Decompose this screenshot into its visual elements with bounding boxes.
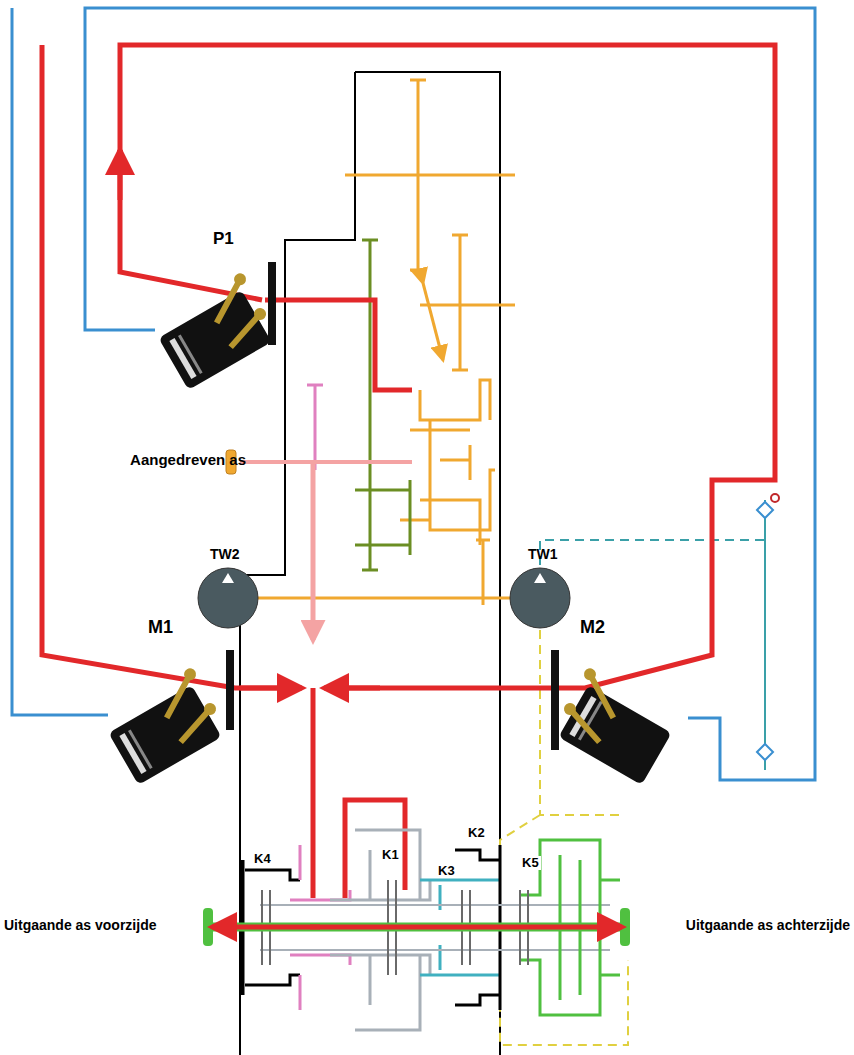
sun-gear	[307, 385, 410, 470]
swash-plate	[268, 262, 276, 345]
unit-arrow	[534, 573, 546, 583]
clutch-label: K5	[520, 856, 541, 870]
signal-line	[500, 630, 628, 1045]
motor-label: M1	[148, 618, 173, 638]
axial-piston-unit	[100, 666, 230, 785]
pump-label: P1	[213, 230, 234, 249]
unit-label: TW1	[528, 547, 558, 562]
shaft-label: Uitgaande as achterzijde	[686, 918, 850, 933]
output-arrow	[310, 925, 622, 930]
power-flow-arrow	[311, 462, 316, 640]
control-line	[764, 500, 766, 770]
tap-point	[771, 494, 779, 502]
flow-arrow	[118, 150, 123, 200]
control-line	[540, 540, 765, 748]
axial-piston-unit	[550, 666, 680, 785]
flow-arrow	[324, 686, 380, 691]
unit-label: TW2	[210, 547, 240, 562]
return-lines	[12, 8, 815, 780]
motor-label: M2	[580, 618, 605, 638]
swash-plate	[551, 650, 559, 750]
shaft-label: Aangedreven as	[130, 452, 246, 469]
output-flange	[203, 908, 213, 946]
output-shaft	[210, 923, 625, 932]
shaft-label: Uitgaande as voorzijde	[4, 918, 156, 933]
swash-plate	[226, 650, 234, 730]
valve-symbol	[757, 502, 773, 760]
planet-gear	[355, 240, 410, 570]
clutch-label: K2	[466, 826, 487, 840]
hydraulic-unit	[510, 568, 570, 628]
clutch-label: K1	[380, 848, 401, 862]
hydraulic-unit	[198, 568, 258, 628]
input-shaft	[240, 460, 412, 464]
clutch-label: K3	[436, 864, 457, 878]
clutch-label: K4	[252, 852, 273, 866]
shift-arrow	[423, 283, 443, 360]
gear-train	[255, 80, 515, 605]
unit-arrow	[222, 573, 234, 583]
pressure-lines	[42, 45, 775, 898]
flow-arrow	[240, 686, 302, 691]
axial-piston-unit	[150, 271, 280, 390]
output-arrow	[212, 925, 320, 930]
